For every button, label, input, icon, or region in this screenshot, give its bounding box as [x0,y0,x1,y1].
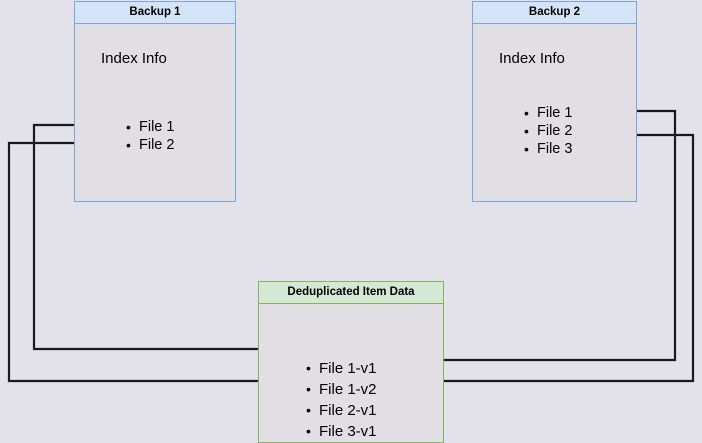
backup-1-body: Index Info File 1 File 2 [75,24,235,201]
list-item: File 1-v2 [306,379,376,400]
backup-1-node[interactable]: Backup 1 Index Info File 1 File 2 [74,1,236,202]
list-item: File 2 [126,136,175,154]
backup-2-title: Backup 2 [473,2,636,24]
list-item: File 1 [126,118,175,136]
backup-1-file-list: File 1 File 2 [125,118,175,154]
backup-1-title: Backup 1 [75,2,235,24]
backup-1-index-info-label: Index Info [101,50,167,67]
backup-2-file-list: File 1 File 2 File 3 [523,104,573,158]
list-item: File 2 [524,122,573,140]
backup-2-body: Index Info File 1 File 2 File 3 [473,24,636,201]
deduplicated-item-data-body: File 1-v1 File 1-v2 File 2-v1 File 3-v1 [259,304,443,442]
deduplicated-item-data-node[interactable]: Deduplicated Item Data File 1-v1 File 1-… [258,281,444,443]
list-item: File 3 [524,140,573,158]
list-item: File 1-v1 [306,358,376,379]
deduplicated-item-list: File 1-v1 File 1-v2 File 2-v1 File 3-v1 [305,358,376,442]
list-item: File 1 [524,104,573,122]
backup-2-node[interactable]: Backup 2 Index Info File 1 File 2 File 3 [472,1,637,202]
list-item: File 2-v1 [306,400,376,421]
list-item: File 3-v1 [306,421,376,442]
deduplicated-item-data-title: Deduplicated Item Data [259,282,443,304]
backup-2-index-info-label: Index Info [499,50,565,67]
